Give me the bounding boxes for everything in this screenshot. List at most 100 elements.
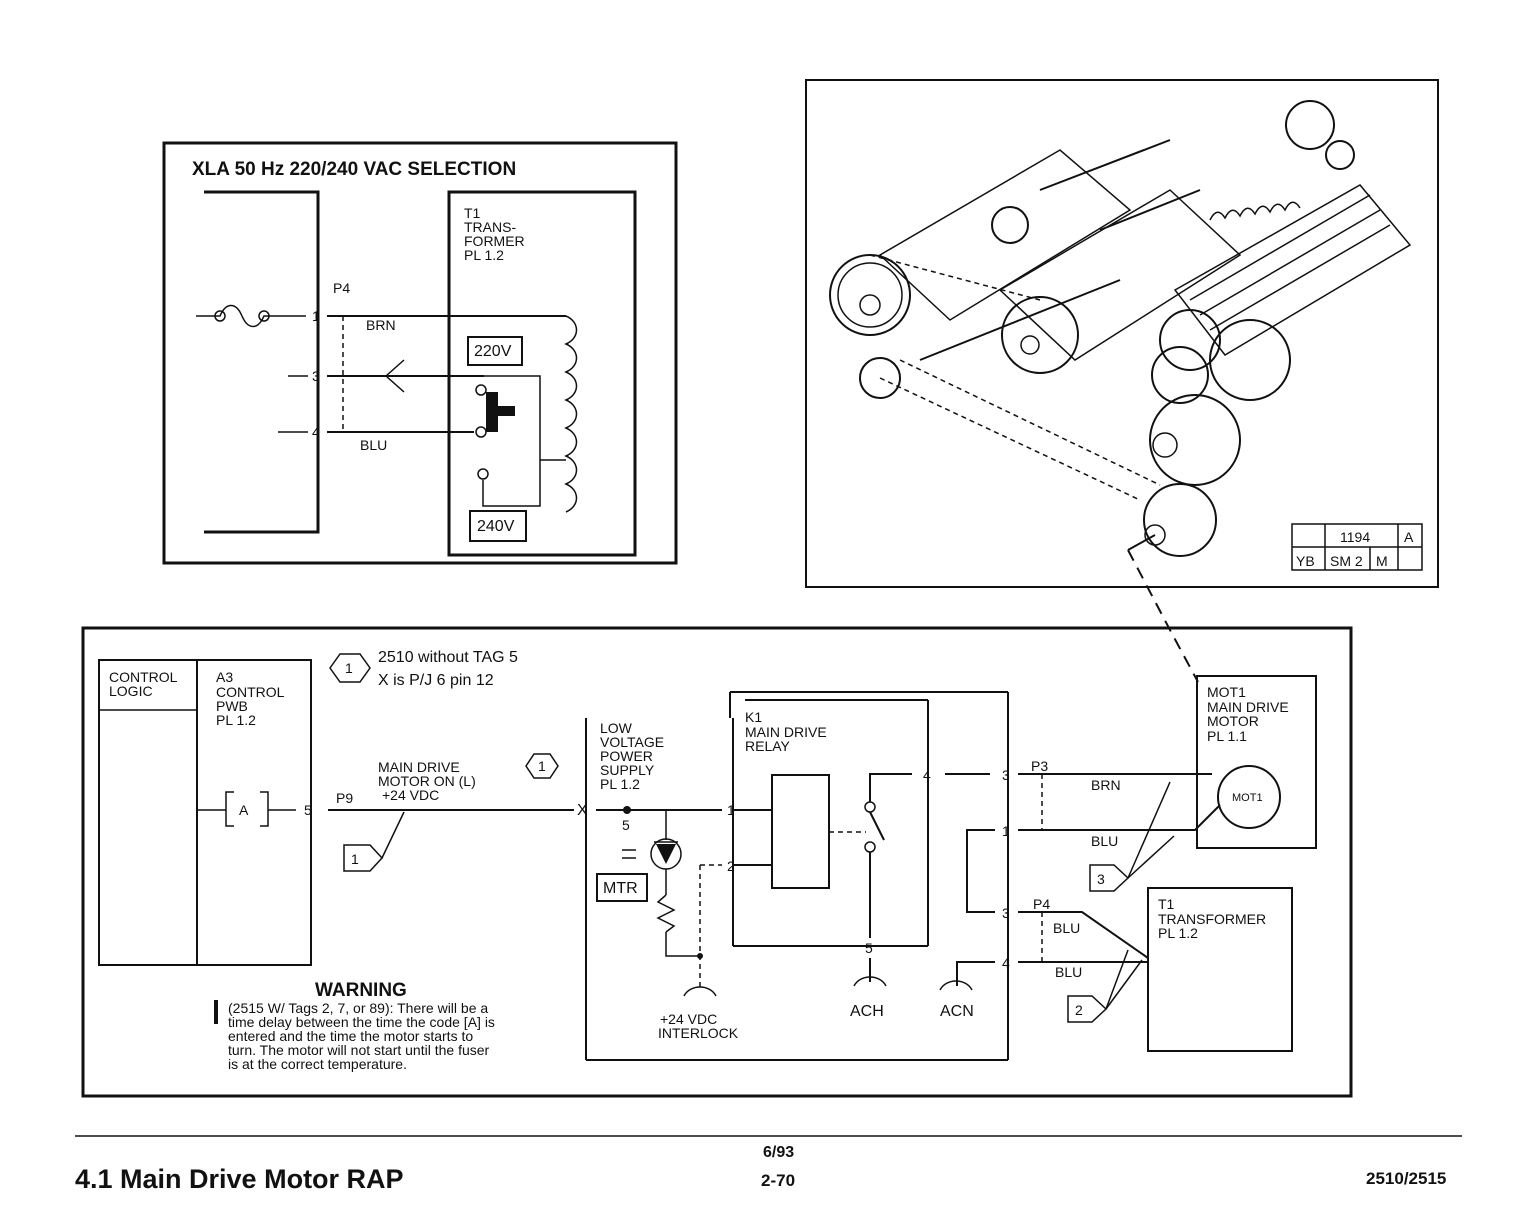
control-logic-line-1: CONTROL (109, 669, 178, 685)
relay-pin-5: 5 (865, 940, 873, 956)
a3-line-3: PWB (216, 698, 248, 714)
contact-lower (864, 841, 876, 853)
id-cell-m: M (1376, 553, 1388, 569)
drive-illustration: 1194 A YB SM 2 M (805, 79, 1439, 588)
note-line-1: 2510 without TAG 5 (378, 649, 518, 666)
footer-model: 2510/2515 (1366, 1169, 1446, 1188)
transformer-blu-1 (1018, 911, 1149, 959)
drive-belt-top (869, 254, 1041, 301)
ach-arrow (853, 976, 887, 987)
p4-pin-4: 4 (1002, 955, 1010, 971)
warning-line-1: (2515 W/ Tags 2, 7, or 89): There will b… (228, 1000, 488, 1016)
pin-3-label: 3 (312, 368, 320, 384)
p3-label: P3 (1031, 758, 1048, 774)
transformer-label-line-4: PL 1.2 (464, 247, 504, 263)
mtr-box (596, 873, 648, 902)
gear-belt-end (859, 357, 901, 399)
p4-label: P4 (1033, 896, 1050, 912)
warning-line-3: entered and the time the motor starts to (228, 1028, 473, 1044)
motor-symbol-label: MOT1 (1232, 792, 1263, 804)
tag-2-number: 2 (1075, 1002, 1083, 1018)
code-a-bracket-right (260, 791, 269, 827)
tag-2-callout (1067, 995, 1108, 1023)
roller-center (998, 189, 1242, 361)
led-light-arrows (622, 849, 636, 859)
circuit-diagram: CONTROL LOGIC A3 CONTROL PWB PL 1.2 A 5 … (81, 626, 1353, 1098)
transformer-blu-2-label: BLU (1055, 964, 1082, 980)
drive-belt-upper (899, 359, 1161, 486)
motor-line-4: PL 1.1 (1207, 728, 1247, 744)
lvps-pin-5: 5 (622, 817, 630, 833)
contact-line-4 (869, 773, 912, 802)
tap-terminal-1 (475, 384, 487, 396)
connector-bracket (204, 190, 320, 534)
relay-line-2: MAIN DRIVE (745, 724, 827, 740)
tap-240v-label: 240V (477, 518, 515, 535)
tag-3-leader-blu (1127, 835, 1175, 879)
tap-240v-box (469, 510, 527, 542)
lvps-note-hexagon (525, 753, 559, 779)
resistor-symbol (656, 894, 676, 933)
roller-right (1173, 184, 1412, 356)
tag-1-signal-callout (343, 844, 384, 872)
p9-label: P9 (336, 790, 353, 806)
code-a-label: A (239, 802, 249, 818)
wire-brn-label: BRN (366, 317, 396, 333)
relay-coil (771, 774, 830, 889)
connector-p4-label: P4 (333, 280, 350, 296)
roller-left (878, 149, 1132, 321)
contact-upper (864, 801, 876, 813)
acn-lead (956, 961, 995, 986)
gear-center-hub (1020, 335, 1040, 355)
relay-pin-4: 4 (923, 767, 931, 783)
note-tag-number: 1 (345, 660, 353, 676)
warning-line-4: turn. The motor will not start until the… (228, 1042, 490, 1058)
motor-line-1: MOT1 (1207, 684, 1246, 700)
footer-date: 6/93 (763, 1144, 794, 1161)
motor-line-2: MAIN DRIVE (1207, 699, 1289, 715)
circuit-frame (81, 626, 1353, 1098)
control-pwb-box (98, 659, 312, 966)
lvps-line-1: LOW (600, 720, 633, 736)
warning-change-bar (214, 1000, 218, 1024)
gear-right-upper (1159, 309, 1221, 371)
transformer-t1-line-3: PL 1.2 (1158, 925, 1198, 941)
code-a-bracket-left (225, 791, 234, 827)
tension-spring (1209, 201, 1301, 221)
p3-pin-1: 1 (1002, 823, 1010, 839)
transformer-label-line-2: TRANS- (464, 219, 516, 235)
motor-blu-label: BLU (1091, 833, 1118, 849)
jumper-plug (486, 392, 498, 432)
tag-1-signal-number: 1 (351, 851, 359, 867)
id-cell-yb: YB (1296, 553, 1315, 569)
transformer-winding (564, 315, 578, 513)
tap-terminal-2 (475, 426, 487, 438)
gear-motor-hub (1144, 524, 1166, 546)
fuse-terminal-right (258, 310, 270, 322)
transformer-box (447, 190, 637, 557)
middle-shaft (1099, 189, 1201, 231)
lvps-line-3: POWER (600, 748, 653, 764)
relay-line-1: K1 (745, 709, 762, 725)
tag-2-leader-1 (1105, 949, 1129, 1010)
motor-line-3: MOTOR (1207, 713, 1259, 729)
lvps-line-2: VOLTAGE (600, 734, 664, 750)
warning-line-2: time delay between the time the code [A]… (228, 1014, 495, 1030)
tap-220v-label: 220V (474, 343, 512, 360)
gear-top-right-small (1325, 140, 1355, 170)
signal-line-3: +24 VDC (382, 787, 439, 803)
gear-idler (1149, 394, 1241, 486)
id-cell-sm: SM 2 (1330, 553, 1363, 569)
a3-line-1: A3 (216, 669, 233, 685)
motor-blu-wire (1018, 804, 1221, 831)
gear-center (1001, 296, 1079, 374)
signal-line-2: MOTOR ON (L) (378, 773, 476, 789)
led-symbol (656, 844, 676, 864)
lvps-line-5: PL 1.2 (600, 776, 640, 792)
transformer-blu-1-label: BLU (1053, 920, 1080, 936)
interlock-line-2: INTERLOCK (658, 1025, 739, 1041)
relay-line-3: RELAY (745, 738, 791, 754)
control-logic-hatch (98, 709, 198, 966)
tag-3-leader-brn (1127, 781, 1171, 879)
